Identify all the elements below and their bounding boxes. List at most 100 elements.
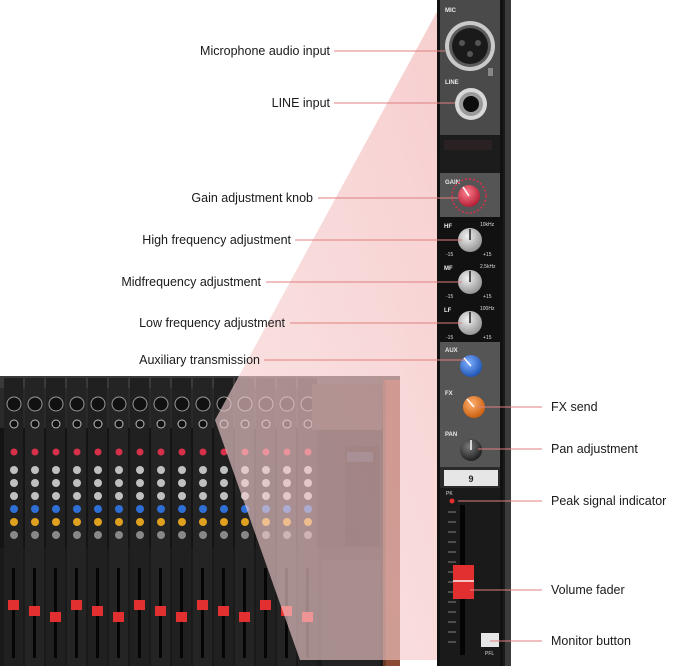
fx-knob[interactable] [463,396,485,418]
console-line-jack [72,419,82,429]
console-knob [157,531,165,539]
hf-min-text: -15 [446,252,453,258]
console-knob [220,531,228,539]
console-line-jack [30,419,40,429]
console-fader-cap [134,600,145,610]
hf-text: HF [444,224,452,230]
hf-max-text: +15 [483,252,492,258]
console-knob [220,492,228,500]
console-knob [178,479,186,487]
console-knob [94,466,102,474]
left-labels: Microphone audio input LINE input Gain a… [121,44,330,367]
aux-text: AUX [445,348,458,354]
console-gain-knob [136,448,144,456]
console-knob [73,479,81,487]
console-line-jack [93,419,103,429]
console-gain-knob [52,448,60,456]
console-knob [73,466,81,474]
console-fader-cap [29,606,40,616]
pan-knob[interactable] [460,439,482,461]
console-xlr-jack [27,396,43,412]
console-knob [220,479,228,487]
console-line-jack [177,419,187,429]
gain-knob[interactable] [451,178,487,214]
console-knob [73,531,81,539]
console-fader-cap [197,600,208,610]
label-mid-freq: Midfrequency adjustment [121,275,261,289]
console-knob [52,518,60,526]
console-gain-knob [199,448,207,456]
console-knob [241,518,249,526]
console-knob [178,505,186,513]
hf-knob[interactable] [458,228,482,252]
console-knob [115,479,123,487]
lf-text: LF [444,308,452,314]
console-knob [52,479,60,487]
pk-text: PK [446,491,453,497]
aux-knob[interactable] [460,355,482,377]
label-line-input: LINE input [272,96,331,110]
lf-max-text: +15 [483,335,492,341]
console-xlr-jack [48,396,64,412]
console-knob [115,492,123,500]
pan-text: PAN [445,432,457,438]
pfl-monitor-button[interactable] [481,633,499,647]
console-fader-cap [8,600,19,610]
label-fx-send: FX send [551,400,598,414]
highlight-wedge [215,6,440,660]
console-knob [94,492,102,500]
lf-knob[interactable] [458,311,482,335]
console-fader-slot [12,568,15,658]
console-line-jack [135,419,145,429]
console-xlr-jack [195,396,211,412]
console-line-jack [156,419,166,429]
console-xlr-jack [132,396,148,412]
console-line-jack [198,419,208,429]
console-xlr-jack [174,396,190,412]
console-knob [178,531,186,539]
console-knob [52,466,60,474]
channel-number: 9 [468,474,473,484]
console-knob [73,518,81,526]
console-gain-knob [157,448,165,456]
console-knob [52,505,60,513]
volume-fader-cap[interactable] [453,565,474,599]
console-knob [178,466,186,474]
console-knob [52,531,60,539]
console-fader-cap [113,612,124,622]
console-fader-cap [92,606,103,616]
console-fader-cap [260,600,271,610]
console-knob [157,479,165,487]
console-knob [31,518,39,526]
console-knob [10,518,18,526]
console-knob [178,492,186,500]
label-low-freq: Low frequency adjustment [139,316,285,330]
line-jack [455,88,487,120]
console-fader-cap [176,612,187,622]
console-knob [199,531,207,539]
pfl-text: PFL [485,651,494,657]
console-knob [199,479,207,487]
right-labels: FX send Pan adjustment Peak signal indic… [551,400,666,648]
mic-text: MIC [445,8,457,14]
console-gain-knob [178,448,186,456]
console-knob [115,466,123,474]
console-gain-knob [10,448,18,456]
console-knob [136,518,144,526]
console-knob [199,466,207,474]
console-knob [220,518,228,526]
console-knob [136,466,144,474]
console-knob [157,466,165,474]
console-fader-cap [218,606,229,616]
xlr-mic-jack [445,21,495,76]
console-knob [115,531,123,539]
console-knob [178,518,186,526]
console-knob [94,518,102,526]
mf-knob[interactable] [458,270,482,294]
console-fader-slot [75,568,78,658]
console-knob [199,492,207,500]
console-knob [10,479,18,487]
console-knob [136,531,144,539]
console-knob [94,505,102,513]
